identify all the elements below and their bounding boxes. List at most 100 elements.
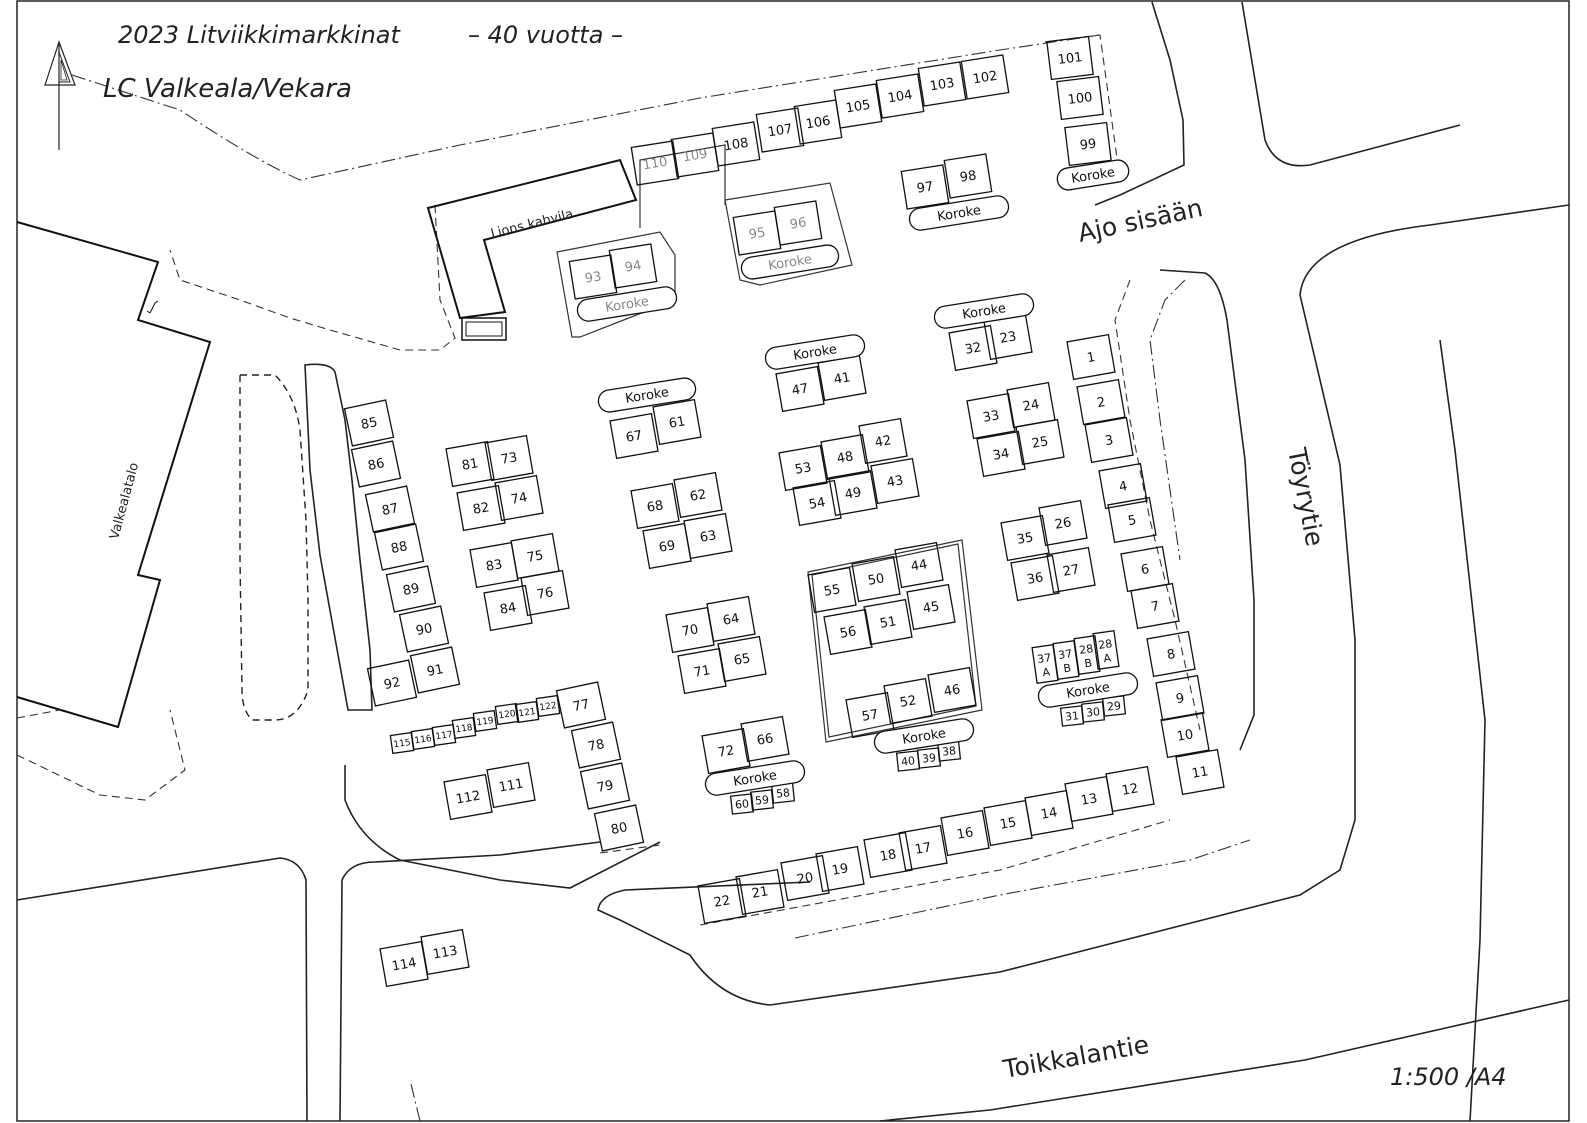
drawing-frame: [16, 0, 1570, 1122]
roads: [16, 1, 1570, 1122]
stall-number: 77: [572, 697, 591, 715]
stall-number: 102: [972, 69, 999, 88]
stall: 8: [1146, 630, 1196, 678]
stall: 64: [706, 595, 756, 643]
stall-number: 17: [914, 840, 933, 858]
stall-number: 95: [748, 225, 767, 242]
stall: 15: [983, 799, 1033, 847]
stall-number: 30: [1085, 705, 1100, 719]
stall-number: 101: [1057, 50, 1083, 68]
stall: 53: [778, 444, 828, 492]
stall-number: 37: [1036, 651, 1052, 666]
stall-number: 114: [391, 955, 418, 974]
stall-number: 80: [610, 820, 629, 838]
stall: 19: [815, 845, 865, 893]
stall: 83: [469, 541, 519, 589]
stall: 73: [484, 434, 534, 482]
cafe-label: Lions kahvila: [489, 207, 574, 242]
stalls-layer: 1021031041051061071081091101011009997989…: [343, 35, 1225, 988]
stall: 99: [1064, 121, 1112, 167]
stall-number: 29: [1106, 699, 1121, 713]
stall: 96: [773, 200, 823, 246]
small-stall: 60: [729, 793, 755, 815]
stall-number: 73: [500, 450, 519, 468]
stall: 85: [343, 399, 395, 447]
stall-number: 69: [658, 538, 677, 556]
stall: 44: [894, 541, 944, 589]
stall-number: 120: [498, 709, 517, 721]
stall-number: 67: [625, 428, 644, 446]
stall: 10: [1160, 711, 1210, 759]
stall: 75: [510, 532, 560, 580]
stall: 50: [851, 555, 901, 603]
stall-number: 100: [1067, 90, 1093, 108]
stall-number: 38: [941, 744, 956, 758]
stall-sub-label: B: [1063, 661, 1072, 675]
stall: 61: [652, 398, 702, 446]
stall: 55: [807, 566, 857, 614]
stall: 49: [828, 469, 878, 517]
stall: 67: [609, 412, 659, 460]
stall-number: 5: [1127, 513, 1138, 529]
stall-number: 64: [722, 611, 741, 629]
labels: 2023 Litviikkimarkkinat – 40 vuotta – LC…: [103, 21, 1507, 1091]
stall: 33: [966, 392, 1016, 440]
platform-koroke: Koroke: [704, 760, 806, 796]
platform-koroke: Koroke: [1037, 672, 1139, 708]
small-stall: 116: [410, 727, 436, 751]
stall-number: 62: [689, 487, 708, 505]
stall-number: 109: [682, 147, 709, 166]
stall-number: 4: [1118, 479, 1129, 495]
platform-label: Koroke: [604, 294, 650, 316]
inner-island: [239, 374, 309, 721]
stall-number: 65: [733, 651, 752, 669]
stall: 107: [755, 107, 805, 153]
stall: 12: [1105, 765, 1155, 813]
stall: 46: [927, 666, 977, 714]
stall-number: 92: [383, 675, 402, 693]
stall-number: 48: [836, 449, 855, 467]
entry-label: Ajo sisään: [1075, 193, 1205, 248]
stall-number: 24: [1022, 397, 1041, 415]
stall-number: 71: [693, 663, 712, 681]
small-stall: 30: [1080, 701, 1106, 723]
small-stall: 40: [895, 750, 921, 772]
stall: 22: [697, 877, 747, 925]
stall-number: 50: [867, 571, 886, 589]
stall-number: 58: [775, 786, 790, 800]
stall: 68: [630, 482, 680, 530]
stall-number: 26: [1054, 515, 1073, 533]
stall: 97: [900, 164, 950, 210]
stall-number: 82: [472, 500, 491, 518]
stall-number: 2: [1096, 395, 1107, 411]
road-label-toyrytie: Töyrytie: [1282, 445, 1330, 549]
stall-number: 112: [455, 788, 482, 807]
stall: 6: [1120, 545, 1170, 593]
stall-number: 66: [756, 731, 775, 749]
stall-number: 57: [861, 707, 880, 725]
stall: 52: [883, 677, 933, 725]
stall-number: 110: [642, 155, 669, 174]
stall-number: 28: [1097, 637, 1113, 652]
stall: 91: [409, 646, 461, 694]
stall: 42: [858, 417, 908, 465]
stall: 36: [1010, 554, 1060, 602]
stall-number: 52: [899, 693, 918, 711]
stall-number: 85: [360, 415, 379, 433]
stall: 18: [863, 831, 913, 879]
stall-number: 79: [596, 778, 615, 796]
stall: 4: [1098, 462, 1148, 510]
platform-label: Koroke: [961, 301, 1007, 323]
map-title: 2023 Litviikkimarkkinat: [118, 21, 401, 49]
stall-number: 103: [929, 76, 956, 95]
small-stall: 29: [1101, 695, 1127, 717]
stall-number: 6: [1140, 562, 1151, 578]
stall-number: 88: [390, 539, 409, 557]
stall-number: 53: [794, 460, 813, 478]
stall-number: 60: [734, 797, 749, 811]
stall-number: 91: [426, 662, 445, 680]
stall-number: 15: [999, 815, 1018, 833]
stall-number: 68: [646, 498, 665, 516]
stall-number: 70: [681, 622, 700, 640]
